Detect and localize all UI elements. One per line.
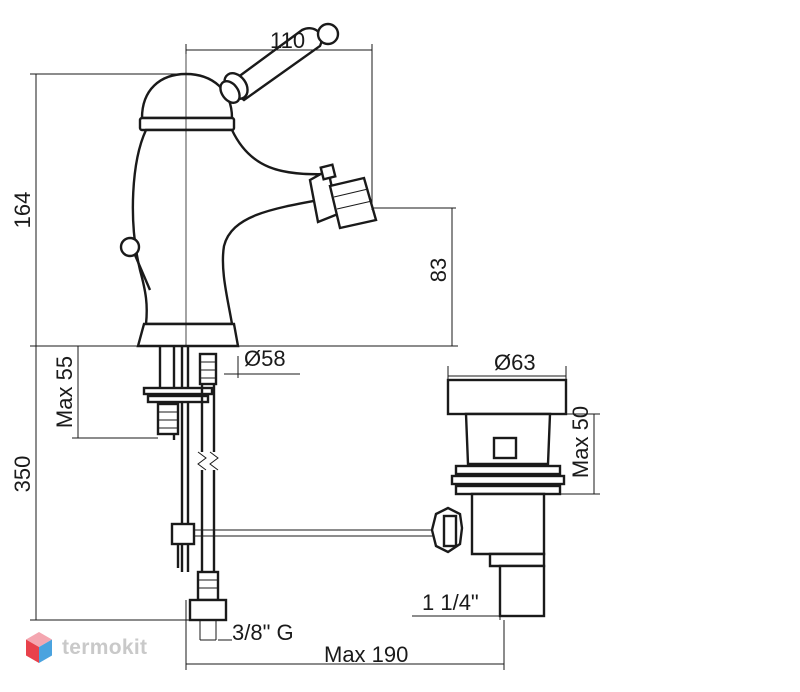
dimension-lines <box>30 44 600 670</box>
dim-spout-height: 83 <box>426 258 451 282</box>
dim-hose-thread: 3/8" G <box>232 620 294 645</box>
dim-waste-diameter: Ø63 <box>494 350 536 375</box>
dim-width-top: 110 <box>270 28 305 53</box>
dim-max-width: Max 190 <box>324 642 408 667</box>
dim-height-total: 164 <box>10 192 35 229</box>
termokit-logo-text: termokit <box>62 636 148 659</box>
spout-nozzle <box>308 163 378 230</box>
dim-waste-thread: 1 1/4" <box>422 590 479 615</box>
dim-max-deck: Max 55 <box>52 356 77 428</box>
waste-assembly <box>430 378 568 618</box>
dim-waste-max: Max 50 <box>568 406 593 478</box>
faucet-body <box>131 72 332 348</box>
termokit-logo-icon <box>26 632 52 663</box>
lever-handle <box>219 22 340 104</box>
below-deck-fittings <box>142 346 438 641</box>
termokit-watermark: termokit <box>24 628 147 668</box>
dim-below-deck: 350 <box>10 456 35 493</box>
popup-knob <box>119 236 152 291</box>
dim-base-diameter: Ø58 <box>244 346 286 371</box>
